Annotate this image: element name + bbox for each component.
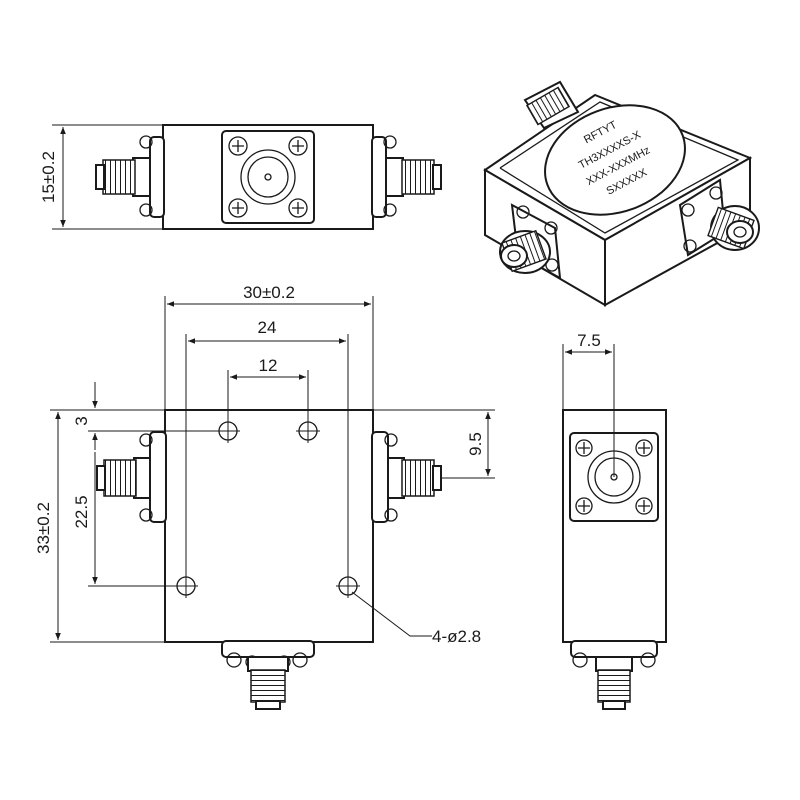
front-view-body [164,409,374,643]
top-left-connector [95,135,165,218]
dim-body-height: 33±0.2 [34,502,53,554]
dim-top-offset: 3 [72,416,91,425]
front-right-connector [371,431,442,523]
dim-body-width: 30±0.2 [243,283,295,302]
front-view: 30±0.2 24 12 33±0.2 3 22.5 9.5 4-ø2.8 [34,283,495,710]
dim-hole-span: 24 [258,318,277,337]
front-left-connector [96,431,167,523]
dim-port-offset: 9.5 [466,432,485,456]
dim-hole-vertical: 22.5 [72,495,91,528]
iso-label-disc [544,104,686,216]
top-view: 15±0.2 [39,124,442,230]
dim-side-offset: 7.5 [577,331,601,350]
iso-right-connector [678,178,760,257]
hole-callout: 4-ø2.8 [432,627,481,646]
dim-hole-inner: 12 [259,356,278,375]
front-bottom-connector [221,640,315,710]
iso-view: RFTYT TH3XXXXS-X XXX-XXXMHz SXXXXX [483,80,760,307]
iso-back-connector [523,80,580,130]
side-view: 7.5 [562,331,667,710]
iso-front-connector [499,203,562,280]
dim-top-height: 15±0.2 [39,151,58,203]
flange-screw [228,136,308,218]
side-bottom-connector [570,640,658,710]
top-center-flange [221,130,315,224]
top-right-connector [371,135,442,218]
